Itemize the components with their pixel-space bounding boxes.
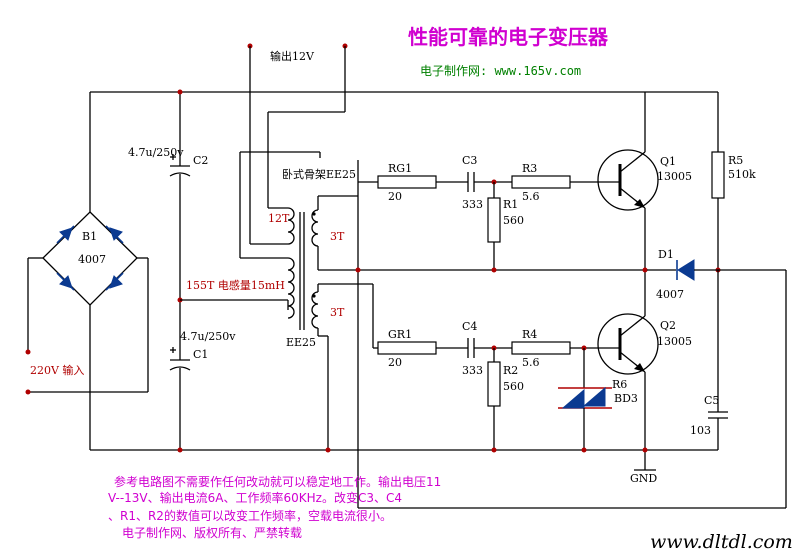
- resistor-r3: R3 5.6: [511, 162, 571, 203]
- c5-label: C5: [704, 394, 719, 407]
- resistor-r2: R2 560: [487, 348, 524, 450]
- resistor-gr1: GR1 20: [377, 328, 437, 369]
- inductor-label: 155T 电感量15mH: [186, 279, 285, 292]
- note-line-4: 电子制作网、版权所有、严禁转载: [122, 525, 302, 540]
- b1-label: B1: [82, 230, 97, 243]
- r2-value: 560: [503, 380, 524, 393]
- r1-label: R1: [503, 198, 518, 211]
- capacitor-c2: 4.7u/250v C2: [128, 92, 208, 352]
- note-line-3: 、R1、R2的数值可以改变工作频率，空载电流很小。: [108, 508, 392, 523]
- gr1-label: GR1: [388, 328, 412, 341]
- output-label: 输出12V: [270, 49, 315, 63]
- winding-3t-top-label: 3T: [330, 230, 345, 243]
- c3-value: 333: [462, 198, 483, 211]
- d1-value: 4007: [656, 288, 684, 301]
- q2-value: 13005: [657, 335, 692, 348]
- c4-label: C4: [462, 320, 477, 333]
- input-label: 220V 输入: [30, 363, 84, 377]
- winding-12t-label: 12T: [268, 212, 290, 225]
- diagram-title: 性能可靠的电子变压器: [408, 25, 609, 49]
- c3-label: C3: [462, 154, 477, 167]
- bobbin-label: 卧式骨架EE25: [282, 168, 356, 181]
- capacitor-c1: 4.7u/250v C1: [169, 330, 236, 450]
- transistor-q2: Q2 13005: [597, 313, 692, 375]
- note-line-2: V--13V、输出电流6A、工作频率60KHz。改变C3、C4: [108, 490, 402, 505]
- r2-label: R2: [503, 364, 518, 377]
- c1-value: 4.7u/250v: [180, 330, 236, 343]
- ac-input: 220V 输入: [25, 257, 149, 395]
- bd3-label: BD3: [614, 392, 638, 405]
- d1-label: D1: [658, 248, 674, 261]
- resistor-r1: R1 560: [487, 182, 524, 270]
- transistor-q1: Q1 13005: [597, 149, 692, 211]
- transformer-ee25: 卧式骨架EE25 12T 3T 3T 155T 电感量15mH EE25: [186, 168, 356, 349]
- r5-value: 510k: [728, 168, 756, 181]
- r3-label: R3: [522, 162, 537, 175]
- resistor-r5: R5 510k: [711, 151, 756, 199]
- website-credit: 电子制作网: www.165v.com: [420, 64, 581, 78]
- r1-value: 560: [503, 214, 524, 227]
- c2-value: 4.7u/250v: [128, 146, 184, 159]
- diac-bd3: R6 BD3: [558, 348, 638, 450]
- core-label: EE25: [286, 336, 316, 349]
- r5-label: R5: [728, 154, 743, 167]
- resistor-rg1: RG1 20: [377, 162, 437, 203]
- q2-label: Q2: [660, 319, 676, 332]
- r6-label: R6: [612, 378, 627, 391]
- capacitor-c3: C3 333: [462, 154, 483, 211]
- watermark: www.dltdl.com: [650, 531, 793, 553]
- output-12v: 输出12V: [247, 43, 348, 245]
- note-line-1: 参考电路图不需要作任何改动就可以稳定地工作。输出电压11: [114, 474, 441, 489]
- ground-label: GND: [630, 472, 657, 485]
- r4-value: 5.6: [522, 356, 540, 369]
- c2-label: C2: [193, 154, 208, 167]
- winding-3t-bottom-label: 3T: [330, 306, 345, 319]
- bridge-rectifier-b1: B1 4007: [42, 211, 138, 306]
- ground-symbol: GND: [630, 469, 657, 485]
- description-notes: 参考电路图不需要作任何改动就可以稳定地工作。输出电压11 V--13V、输出电流…: [108, 474, 441, 540]
- r3-value: 5.6: [522, 190, 540, 203]
- c1-label: C1: [193, 348, 208, 361]
- gr1-value: 20: [388, 356, 402, 369]
- capacitor-c5: C5 103: [690, 270, 728, 450]
- b1-value: 4007: [78, 253, 106, 266]
- q1-value: 13005: [657, 170, 692, 183]
- q1-label: Q1: [660, 155, 676, 168]
- rg1-value: 20: [388, 190, 402, 203]
- diode-d1: D1 4007: [647, 248, 718, 301]
- r4-label: R4: [522, 328, 537, 341]
- rg1-label: RG1: [388, 162, 412, 175]
- c4-value: 333: [462, 364, 483, 377]
- c5-value: 103: [690, 424, 711, 437]
- resistor-r4: R4 5.6: [511, 328, 571, 369]
